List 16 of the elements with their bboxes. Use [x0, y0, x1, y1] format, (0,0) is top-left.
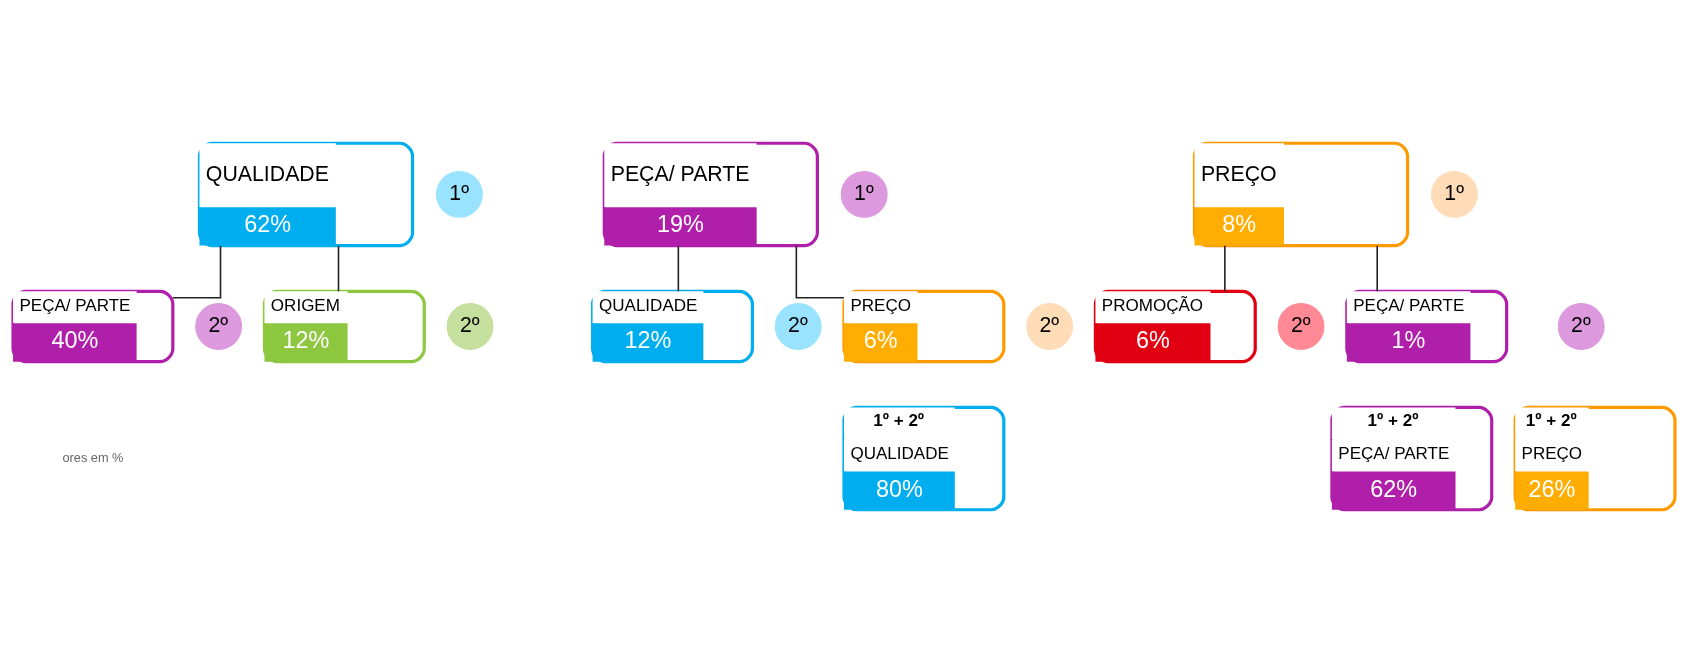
node-circle: 1º	[435, 170, 483, 218]
node-circle: 2º	[446, 302, 494, 350]
connector	[677, 244, 680, 292]
connector	[1224, 244, 1226, 292]
node-circle: 2º	[1557, 302, 1605, 350]
node-circle: 2º	[195, 302, 243, 350]
connector	[1376, 244, 1378, 292]
node-circle: 2º	[1026, 302, 1074, 350]
node-circle: 1º	[840, 170, 888, 218]
connector	[337, 244, 340, 292]
connector	[795, 244, 845, 299]
connector	[172, 244, 222, 299]
node-circle: 1º	[1431, 170, 1478, 218]
label: ores em %	[62, 449, 124, 465]
node-circle: 2º	[1277, 302, 1325, 350]
node-circle: 2º	[774, 302, 822, 350]
